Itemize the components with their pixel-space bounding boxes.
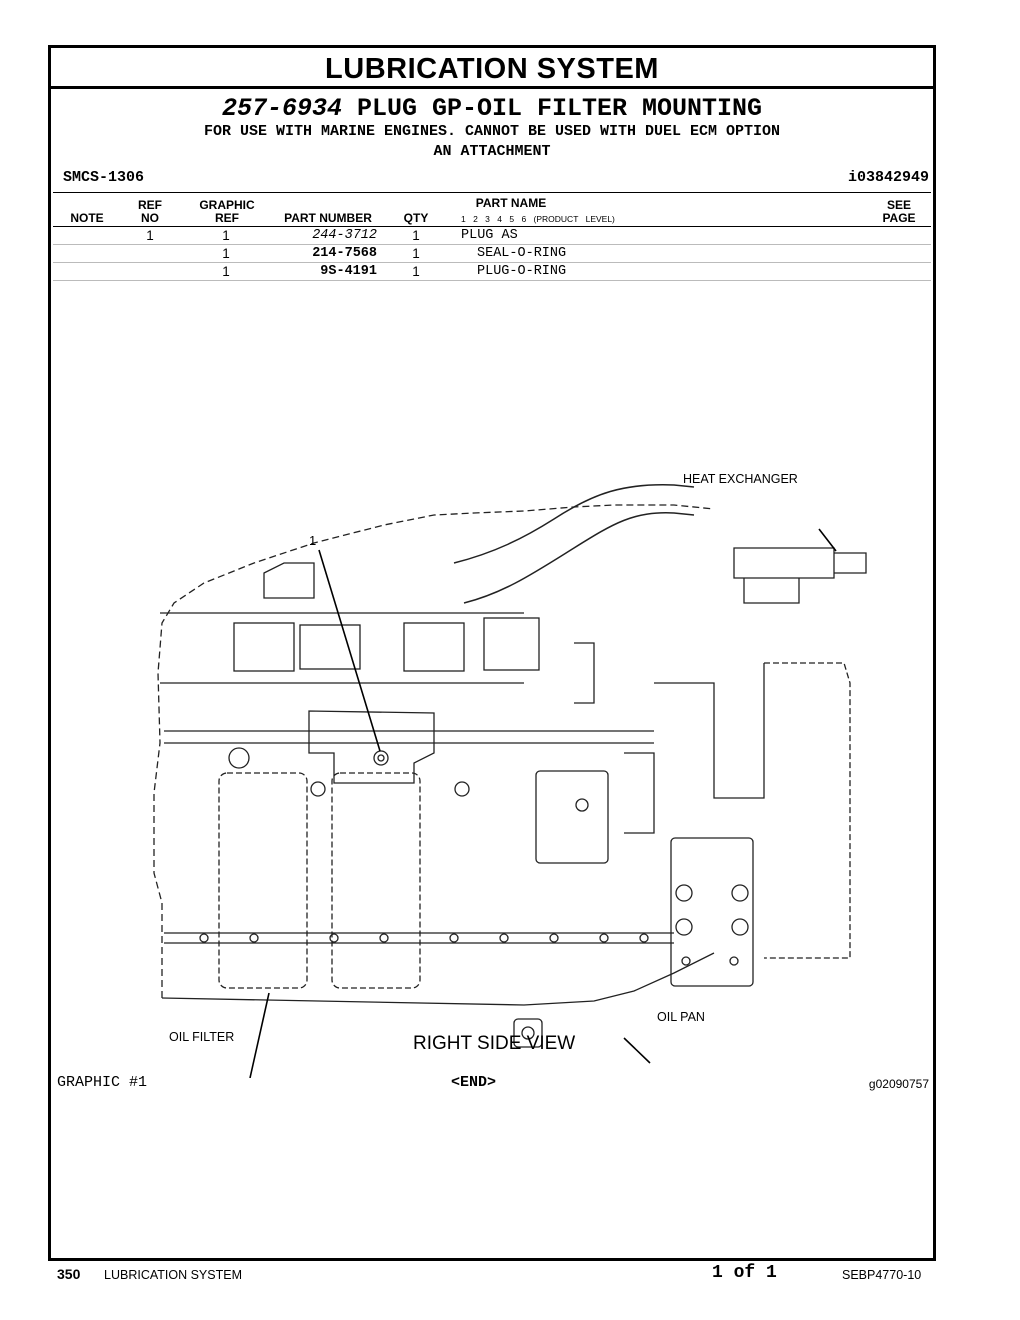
end-label: <END> xyxy=(451,1074,497,1091)
group-name: PLUG GP-OIL FILTER MOUNTING xyxy=(356,94,763,123)
qty: 1 xyxy=(412,246,420,261)
doc-id: SEBP4770-10 xyxy=(842,1268,922,1282)
part-name: SEAL-O-RING xyxy=(477,246,567,261)
divider xyxy=(53,192,931,193)
graphic-ref: 1 xyxy=(222,246,230,261)
page-of: 1 of 1 xyxy=(712,1263,777,1283)
smcs-code: SMCS-1306 xyxy=(63,169,145,186)
part-name: PLUG AS xyxy=(461,228,518,243)
engine-illustration xyxy=(153,484,867,1078)
part-number: 214-7568 xyxy=(312,246,377,261)
col-graphic-top: GRAPHIC xyxy=(199,198,255,212)
group-part-number: 257-6934 xyxy=(221,94,342,123)
col-ref-bottom: NO xyxy=(141,211,159,225)
table-row: 1 1 244-3712 1 PLUG AS xyxy=(51,227,933,245)
col-part-name: PART NAME xyxy=(475,196,547,210)
col-product-levels: 1 2 3 4 5 6 (PRODUCT LEVEL) xyxy=(461,214,615,224)
part-number: 9S-4191 xyxy=(320,264,377,279)
graphic-id: g02090757 xyxy=(868,1077,929,1091)
graphic-label: GRAPHIC #1 xyxy=(57,1074,148,1091)
section-title: LUBRICATION SYSTEM xyxy=(51,48,933,89)
col-ref-top: REF xyxy=(138,198,162,212)
col-part-number: PART NUMBER xyxy=(284,211,372,225)
page-frame: LUBRICATION SYSTEM 257-6934 PLUG GP-OIL … xyxy=(48,45,936,1261)
graphic-ref: 1 xyxy=(222,228,230,243)
callout-1: 1 xyxy=(309,533,317,548)
col-see-bottom: PAGE xyxy=(882,211,916,225)
col-note: NOTE xyxy=(70,211,104,225)
footer-section: LUBRICATION SYSTEM xyxy=(104,1268,242,1282)
row-divider xyxy=(53,244,931,245)
col-graphic-bottom: REF xyxy=(215,211,239,225)
page-number: 350 xyxy=(57,1266,81,1282)
row-divider xyxy=(53,262,931,263)
group-heading: 257-6934 PLUG GP-OIL FILTER MOUNTING xyxy=(51,94,933,123)
part-name: PLUG-O-RING xyxy=(477,264,567,279)
label-oil-filter: OIL FILTER xyxy=(169,1030,235,1044)
header-divider xyxy=(53,226,931,227)
label-oil-pan: OIL PAN xyxy=(657,1010,705,1024)
view-title: RIGHT SIDE VIEW xyxy=(413,1033,576,1054)
graphic-ref: 1 xyxy=(222,264,230,279)
qty: 1 xyxy=(412,264,420,279)
col-see-top: SEE xyxy=(886,198,911,212)
table-row: 1 9S-4191 1 PLUG-O-RING xyxy=(51,263,933,281)
table-row: 1 214-7568 1 SEAL-O-RING xyxy=(51,245,933,263)
label-heat-exchanger: HEAT EXCHANGER xyxy=(683,472,798,486)
group-note-line-1: FOR USE WITH MARINE ENGINES. CANNOT BE U… xyxy=(203,123,781,140)
ref-no: 1 xyxy=(146,228,154,243)
row-divider xyxy=(53,280,931,281)
col-qty: QTY xyxy=(403,211,429,225)
info-id: i03842949 xyxy=(847,169,929,186)
group-note-line-2: AN ATTACHMENT xyxy=(433,143,551,160)
part-number: 244-3712 xyxy=(312,228,377,243)
qty: 1 xyxy=(412,228,420,243)
